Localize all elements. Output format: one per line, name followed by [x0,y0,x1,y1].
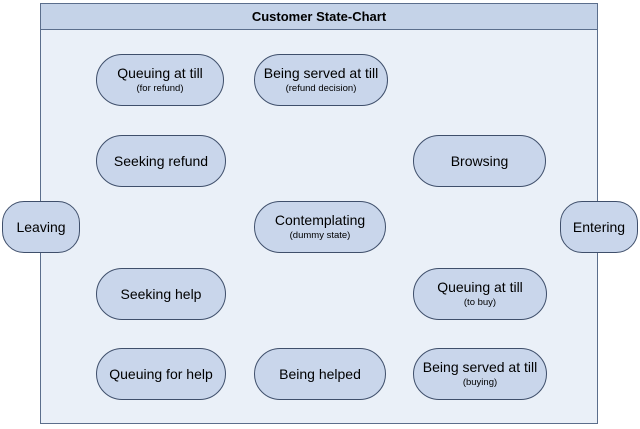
state-leaving[interactable]: Leaving [2,201,80,253]
state-queuing-buy[interactable]: Queuing at till (to buy) [413,268,547,320]
state-contemplating[interactable]: Contemplating (dummy state) [254,201,386,253]
state-label: Being helped [279,365,361,382]
state-label: Seeking help [120,285,202,302]
state-label: Leaving [16,218,66,235]
state-queuing-refund[interactable]: Queuing at till (for refund) [96,54,224,106]
state-label: Queuing for help [109,365,213,382]
state-served-refund[interactable]: Being served at till (refund decision) [254,54,388,106]
state-sublabel: (buying) [462,376,498,388]
state-label: Queuing at till [437,279,523,296]
state-label: Being served at till [263,65,379,82]
state-seeking-help[interactable]: Seeking help [96,268,226,320]
state-label: Contemplating [274,212,366,229]
state-queuing-help[interactable]: Queuing for help [96,348,226,400]
state-browsing[interactable]: Browsing [413,135,546,187]
state-sublabel: (dummy state) [289,229,351,241]
state-sublabel: (to buy) [463,296,497,308]
state-sublabel: (refund decision) [285,82,357,94]
state-label: Queuing at till [117,65,203,82]
state-label: Entering [572,218,626,235]
state-entering[interactable]: Entering [560,201,638,253]
state-label: Browsing [450,152,509,169]
state-label: Seeking refund [113,152,209,169]
state-sublabel: (for refund) [136,82,184,94]
state-label: Being served at till [422,359,538,376]
state-served-buying[interactable]: Being served at till (buying) [413,348,547,400]
state-seeking-refund[interactable]: Seeking refund [96,135,226,187]
diagram-title: Customer State-Chart [41,4,597,30]
state-being-helped[interactable]: Being helped [254,348,386,400]
